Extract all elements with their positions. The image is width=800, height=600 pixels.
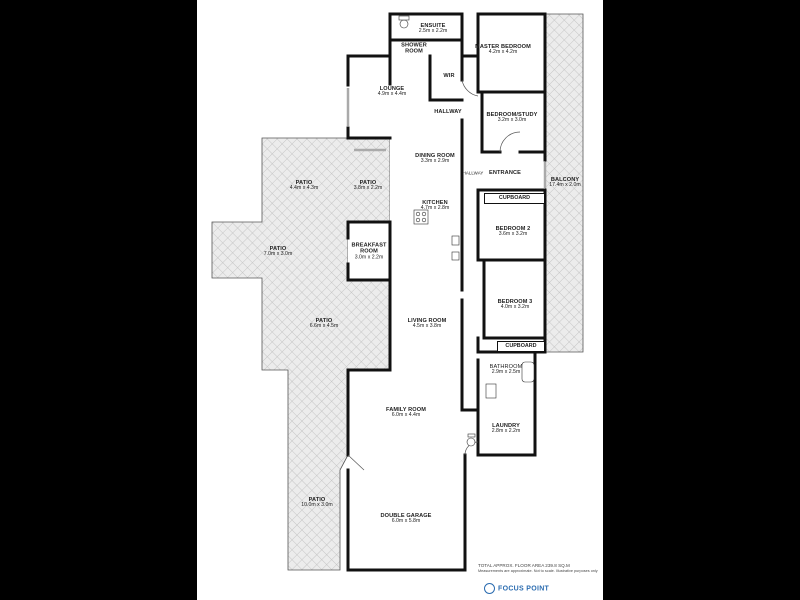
fixtures: [398, 15, 535, 447]
footer-note: TOTAL APPROX. FLOOR AREA 239.8 SQ.M Meas…: [478, 563, 600, 573]
focus-point-logo-icon: [484, 583, 495, 594]
room-label-hallway: HALLWAY: [434, 108, 462, 115]
room-label-entrance: ENTRANCE: [489, 169, 521, 176]
cupboard-label-2: CUPBOARD: [497, 341, 545, 352]
windows: [346, 88, 547, 188]
brand-logo: FOCUS POINT: [484, 583, 549, 594]
disclaimer: Measurements are approximate. Not to sca…: [478, 568, 598, 573]
brand-name: FOCUS POINT: [498, 585, 550, 593]
walls: [346, 12, 547, 572]
door-swings: [347, 79, 521, 471]
total-floor-area: TOTAL APPROX. FLOOR AREA 239.8 SQ.M: [478, 563, 570, 568]
room-label-hallway-2: HALLWAY: [462, 170, 484, 176]
room-label-wir: WIR: [443, 72, 455, 79]
cupboard-label-1: CUPBOARD: [484, 193, 545, 204]
